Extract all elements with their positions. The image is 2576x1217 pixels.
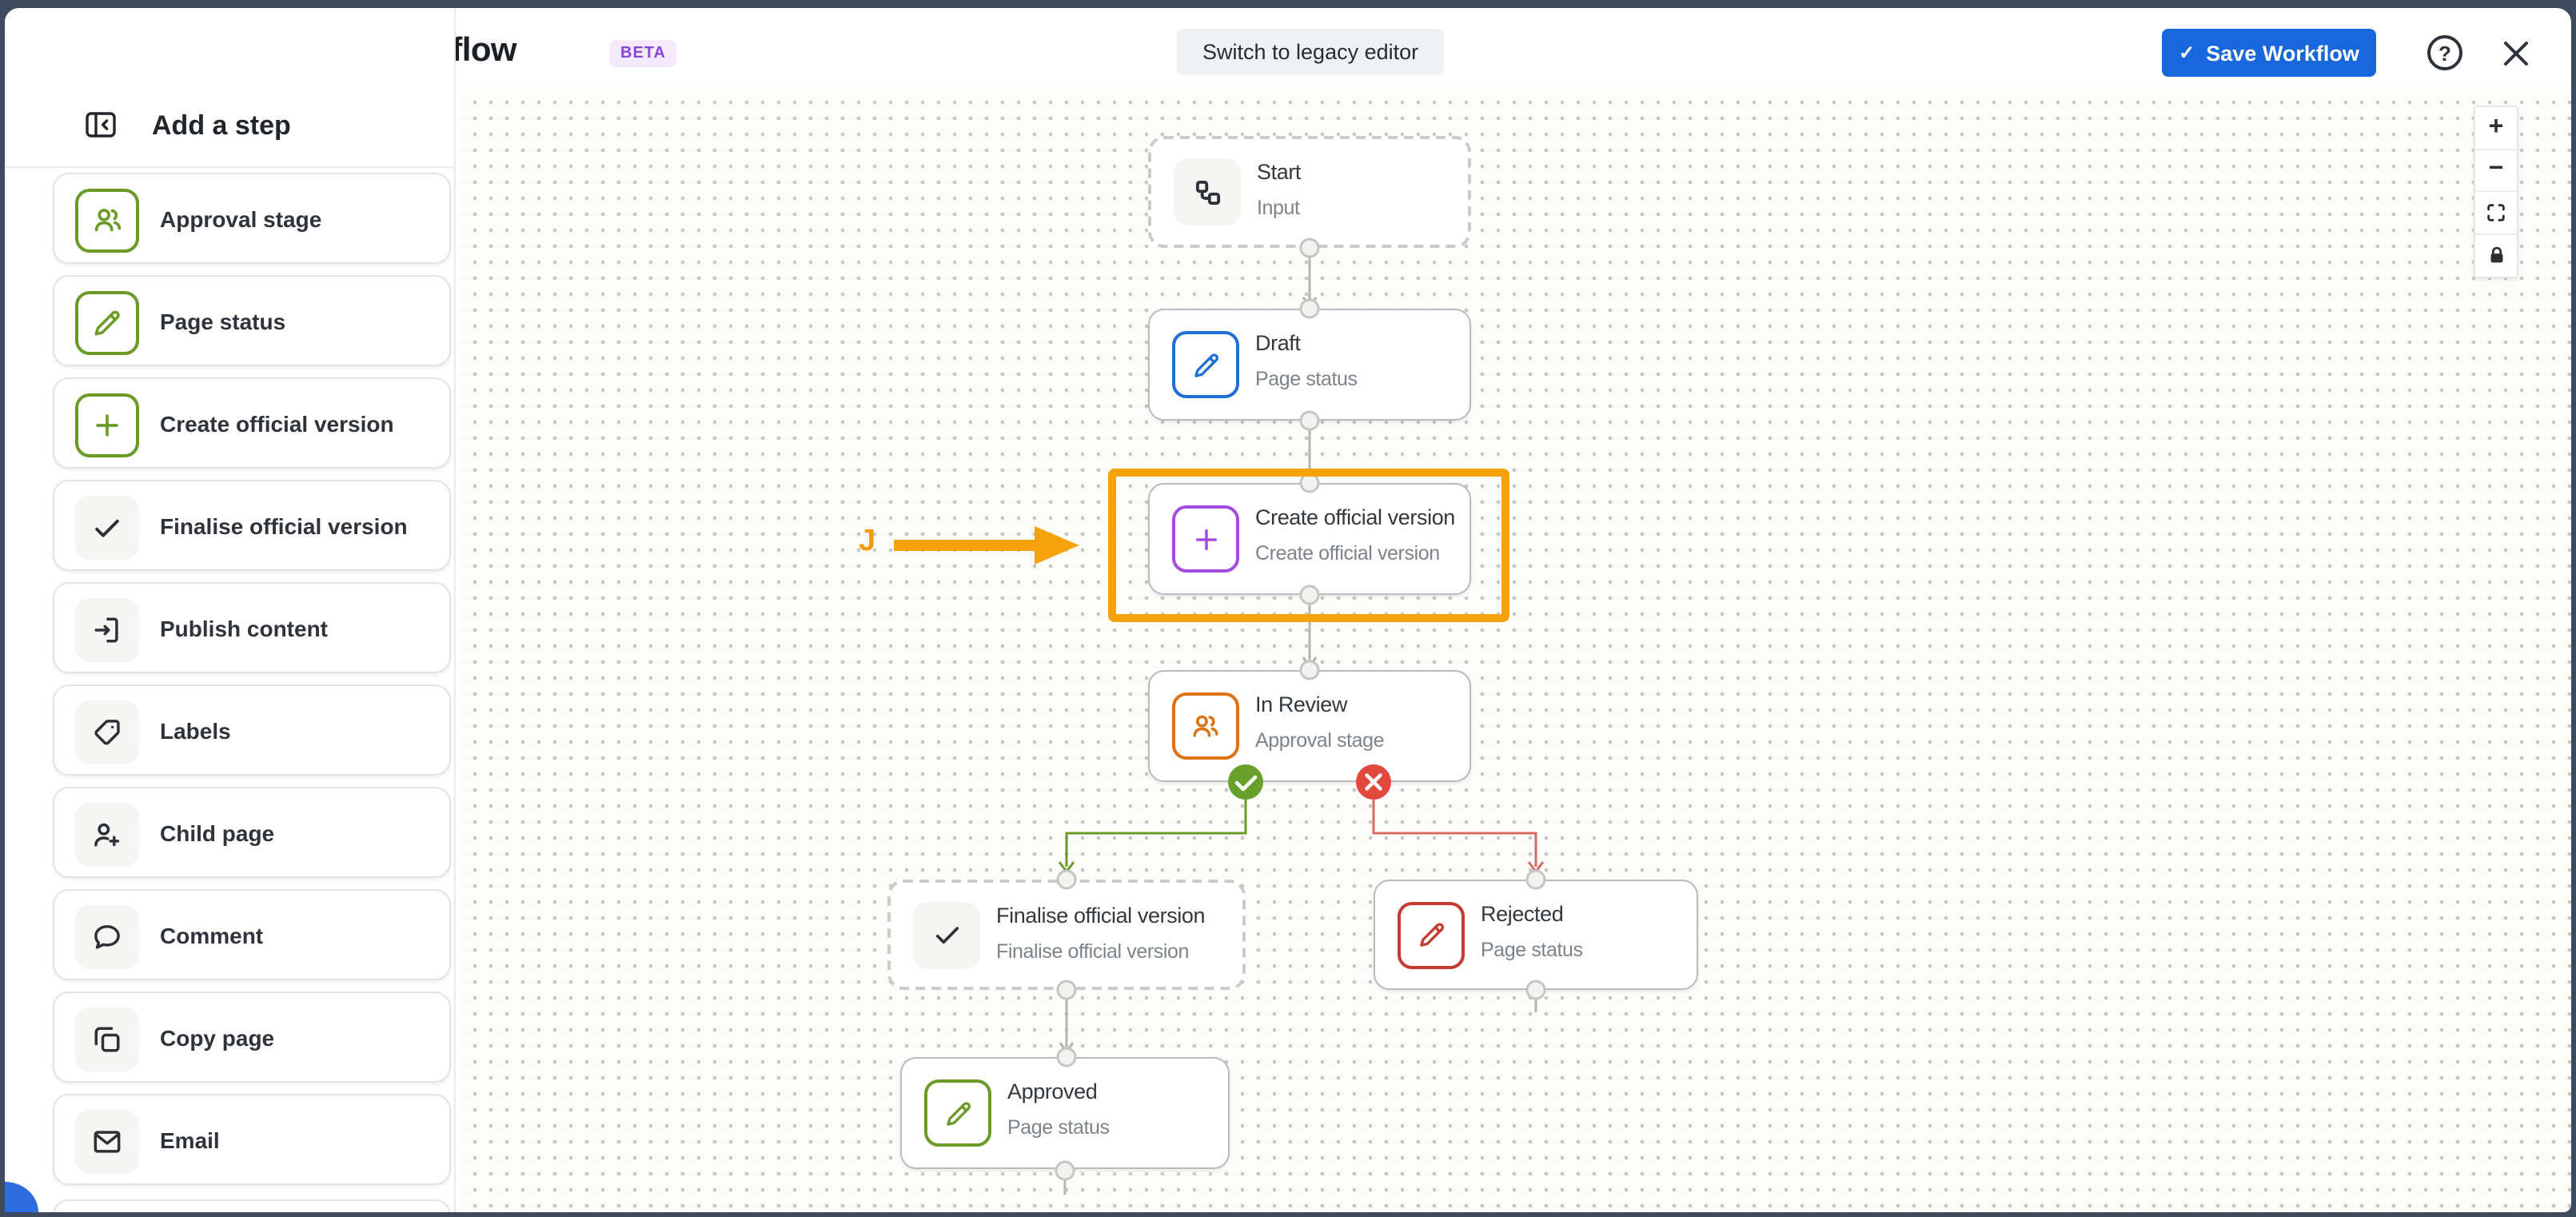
fit-view-button[interactable] [2475, 192, 2517, 234]
step-card-child-page[interactable]: Child page [53, 787, 451, 878]
node-approved[interactable]: Approved Page status [900, 1057, 1230, 1169]
node-title: Draft [1255, 331, 1301, 355]
switch-legacy-editor-button[interactable]: Switch to legacy editor [1177, 29, 1445, 75]
minus-icon: − [2488, 155, 2504, 183]
node-title: Approved [1007, 1079, 1098, 1103]
step-card-comment[interactable]: Comment [53, 889, 451, 980]
pencil-icon [1398, 901, 1465, 968]
node-subtitle: Page status [1481, 939, 1583, 961]
sidebar-divider [5, 166, 454, 168]
pencil-icon [1172, 331, 1239, 398]
node-title: Rejected [1481, 902, 1564, 926]
people-icon [75, 188, 139, 252]
help-button[interactable]: ? [2427, 35, 2462, 70]
close-button[interactable] [2496, 34, 2534, 72]
step-card-label: Finalise official version [160, 513, 408, 538]
zoom-in-button[interactable]: + [2475, 107, 2517, 150]
node-in-review[interactable]: In Review Approval stage [1148, 670, 1471, 782]
step-card-label: Child page [160, 820, 275, 845]
step-card-copy-page[interactable]: Copy page [53, 992, 451, 1083]
step-card-publish-content[interactable]: Publish content [53, 582, 451, 673]
beta-badge: BETA [609, 40, 677, 67]
sidebar-title: Add a step [152, 110, 291, 141]
collapse-panel-icon[interactable] [85, 109, 117, 141]
workflow-canvas[interactable] [460, 88, 2571, 1212]
step-card-email[interactable]: Email [53, 1094, 451, 1185]
step-card-label: Publish content [160, 615, 328, 640]
plus-icon: + [2488, 113, 2504, 141]
lock-icon [2484, 244, 2508, 268]
email-icon [75, 1109, 139, 1173]
step-card-partial[interactable] [53, 1199, 451, 1212]
node-subtitle: Finalise official version [996, 940, 1190, 963]
step-card-label: Copy page [160, 1024, 275, 1050]
plus-icon [75, 393, 139, 457]
node-draft[interactable]: Draft Page status [1148, 309, 1471, 421]
node-subtitle: Page status [1255, 368, 1358, 390]
step-card-label: Approval stage [160, 205, 322, 231]
step-card-labels[interactable]: Labels [53, 684, 451, 776]
node-subtitle: Create official version [1255, 542, 1440, 565]
workflow-icon [1174, 158, 1241, 225]
node-title: In Review [1255, 692, 1347, 716]
step-card-create-official-version[interactable]: Create official version [53, 377, 451, 469]
plus-icon [1172, 505, 1239, 573]
add-step-sidebar: Add a step Approval stage Page status Cr… [5, 8, 455, 1212]
zoom-out-button[interactable]: − [2475, 150, 2517, 192]
step-card-label: Comment [160, 922, 264, 948]
step-card-label: Page status [160, 308, 286, 333]
close-icon [2503, 41, 2527, 65]
annotation-label: J [859, 525, 876, 558]
editor-panel: Versioning Approval Workflow BETA Switch… [5, 8, 2571, 1212]
node-finalise-official-version[interactable]: Finalise official version Finalise offic… [887, 880, 1246, 990]
save-workflow-button[interactable]: ✓ Save Workflow [2162, 29, 2376, 77]
lock-button[interactable] [2475, 234, 2517, 277]
check-icon [913, 901, 980, 968]
node-title: Start [1257, 160, 1302, 184]
step-card-page-status[interactable]: Page status [53, 275, 451, 366]
node-title: Finalise official version [996, 904, 1206, 928]
copy-icon [75, 1007, 139, 1071]
person-plus-icon [75, 802, 139, 866]
node-subtitle: Page status [1007, 1116, 1110, 1139]
node-title: Create official version [1255, 505, 1455, 529]
step-card-label: Email [160, 1127, 220, 1152]
save-workflow-label: Save Workflow [2206, 41, 2359, 65]
canvas-controls: + − [2474, 106, 2518, 278]
node-subtitle: Approval stage [1255, 729, 1385, 752]
pencil-icon [924, 1079, 991, 1147]
tag-icon [75, 700, 139, 764]
step-card-approval-stage[interactable]: Approval stage [53, 173, 451, 264]
fit-icon [2483, 200, 2509, 225]
step-card-label: Create official version [160, 410, 394, 436]
comment-icon [75, 904, 139, 968]
people-icon [1172, 692, 1239, 760]
node-start[interactable]: Start Input [1148, 136, 1471, 248]
question-mark-icon: ? [2438, 41, 2451, 65]
publish-icon [75, 597, 139, 661]
check-icon: ✓ [2179, 42, 2195, 64]
node-rejected[interactable]: Rejected Page status [1374, 880, 1698, 990]
pencil-icon [75, 290, 139, 354]
step-card-finalise-official-version[interactable]: Finalise official version [53, 480, 451, 571]
node-subtitle: Input [1257, 197, 1300, 219]
check-icon [75, 495, 139, 559]
node-create-official-version[interactable]: Create official version Create official … [1148, 483, 1471, 595]
step-card-label: Labels [160, 717, 231, 743]
